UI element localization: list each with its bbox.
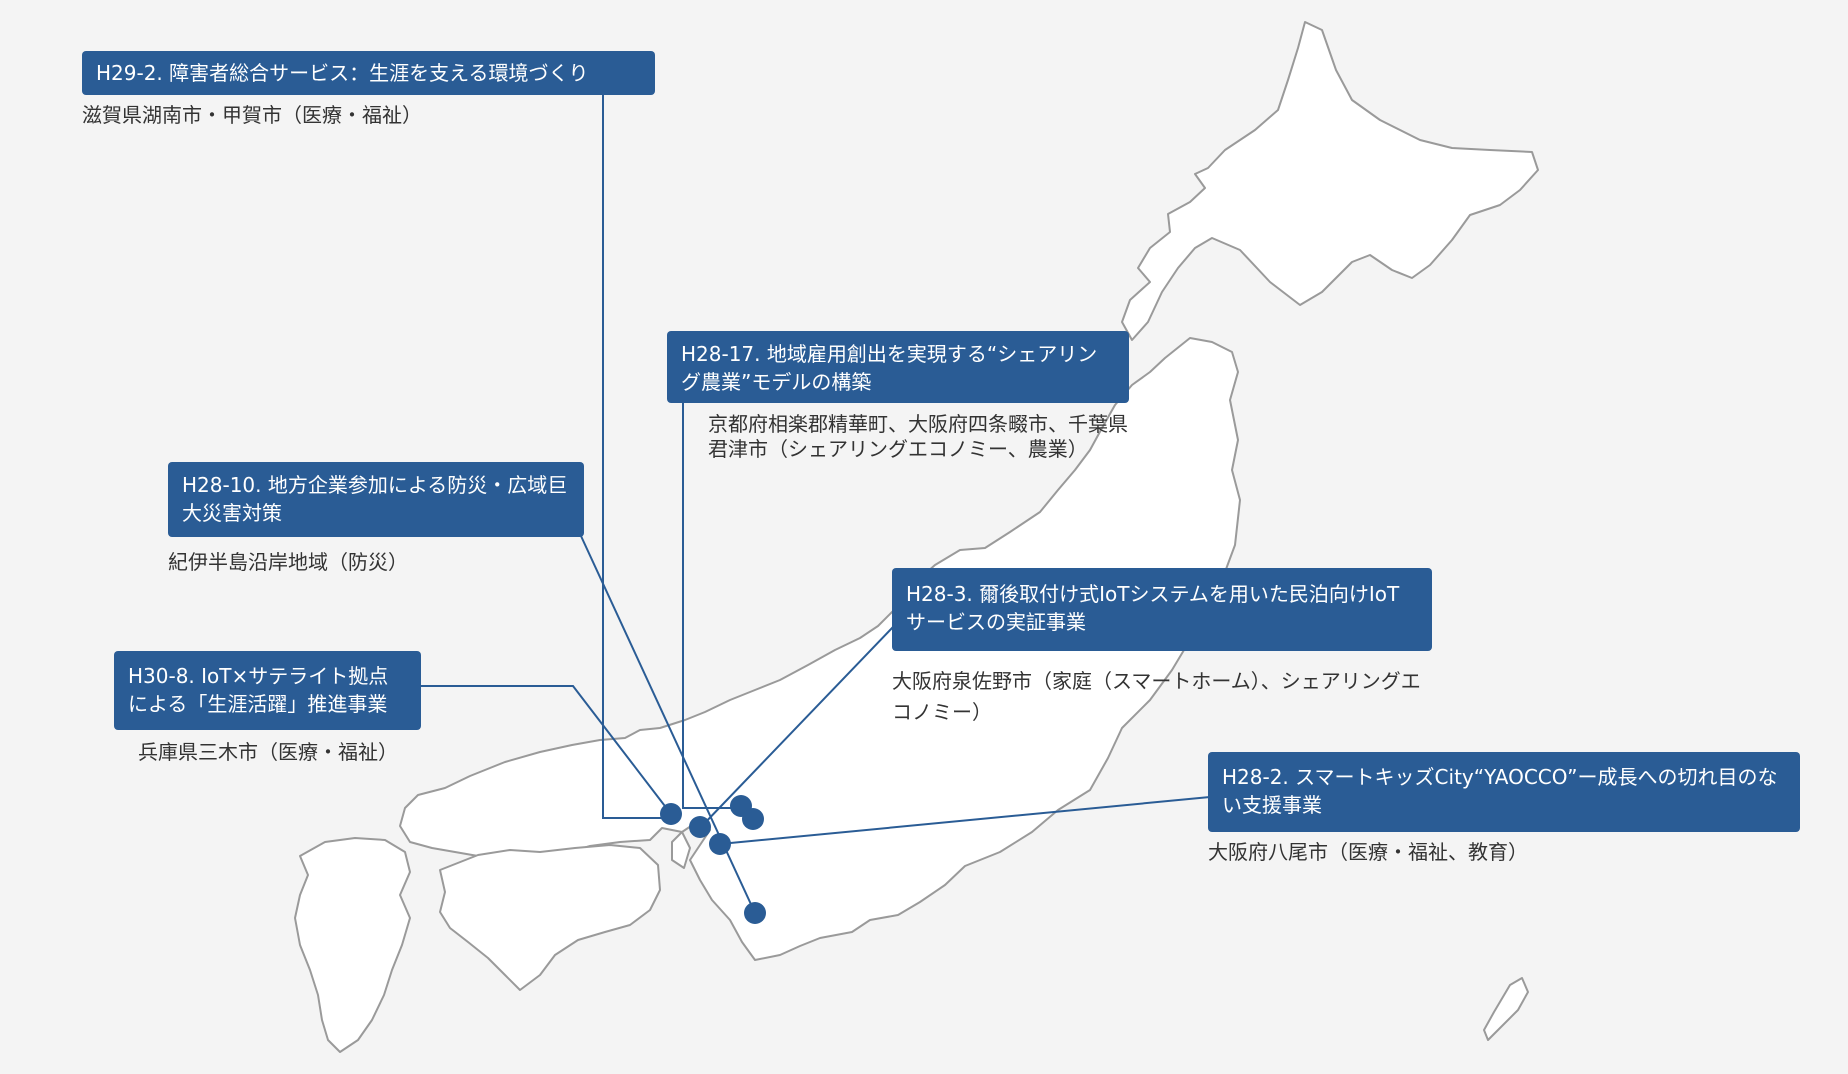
project-label-h30-8[interactable]: H30-8. IoT×サテライト拠点による「生涯活躍」推進事業 <box>114 651 421 730</box>
leader-line-h28-2 <box>719 796 1211 845</box>
project-title: H28-10. 地方企業参加による防災・広域巨大災害対策 <box>182 473 568 525</box>
project-location-h28-17: 京都府相楽郡精華町、大阪府四条畷市、千葉県君津市（シェアリングエコノミー、農業） <box>708 412 1128 461</box>
hokkaido-island <box>1121 21 1539 341</box>
project-title: H28-17. 地域雇用創出を実現する“シェアリング農業”モデルの構築 <box>681 342 1098 394</box>
marker-seika[interactable] <box>742 808 764 830</box>
project-label-h29-2[interactable]: H29-2. 障害者総合サービス：生涯を支える環境づくり <box>82 51 655 95</box>
project-title: H28-3. 爾後取付け式IoTシステムを用いた民泊向けIoTサービスの実証事業 <box>906 582 1400 634</box>
project-label-h28-17[interactable]: H28-17. 地域雇用創出を実現する“シェアリング農業”モデルの構築 <box>667 331 1129 403</box>
project-title: H28-2. スマートキッズCity“YAOCCO”ー成長への切れ目のない支援事… <box>1222 765 1778 817</box>
project-title: H30-8. IoT×サテライト拠点による「生涯活躍」推進事業 <box>128 664 389 716</box>
project-location-h28-10: 紀伊半島沿岸地域（防災） <box>168 550 408 574</box>
leader-line-h29-2 <box>602 94 671 819</box>
project-label-h28-10[interactable]: H28-10. 地方企業参加による防災・広域巨大災害対策 <box>168 462 584 537</box>
leader-line-h28-10 <box>580 535 756 914</box>
project-label-h28-3[interactable]: H28-3. 爾後取付け式IoTシステムを用いた民泊向けIoTサービスの実証事業 <box>892 568 1432 651</box>
marker-miki[interactable] <box>660 803 682 825</box>
shikoku-island <box>439 844 661 991</box>
project-location-h29-2: 滋賀県湖南市・甲賀市（医療・福祉） <box>82 103 422 127</box>
marker-shijonawate[interactable] <box>689 816 711 838</box>
project-location-h30-8: 兵庫県三木市（医療・福祉） <box>138 740 398 764</box>
marker-yao[interactable] <box>709 833 731 855</box>
awaji-island <box>671 831 691 869</box>
leader-line-h30-8 <box>421 685 672 815</box>
marker-kii[interactable] <box>744 902 766 924</box>
project-location-h28-2: 大阪府八尾市（医療・福祉、教育） <box>1208 840 1528 864</box>
leader-line-h28-3 <box>699 626 894 829</box>
kyushu-island <box>294 837 411 1053</box>
project-title: H29-2. 障害者総合サービス：生涯を支える環境づくり <box>96 61 589 85</box>
leader-line-h28-17 <box>682 402 742 809</box>
project-label-h28-2[interactable]: H28-2. スマートキッズCity“YAOCCO”ー成長への切れ目のない支援事… <box>1208 752 1800 832</box>
project-location-h28-3: 大阪府泉佐野市（家庭（スマートホーム）、シェアリングエコノミー） <box>892 669 1421 724</box>
izu-island <box>1483 977 1529 1041</box>
